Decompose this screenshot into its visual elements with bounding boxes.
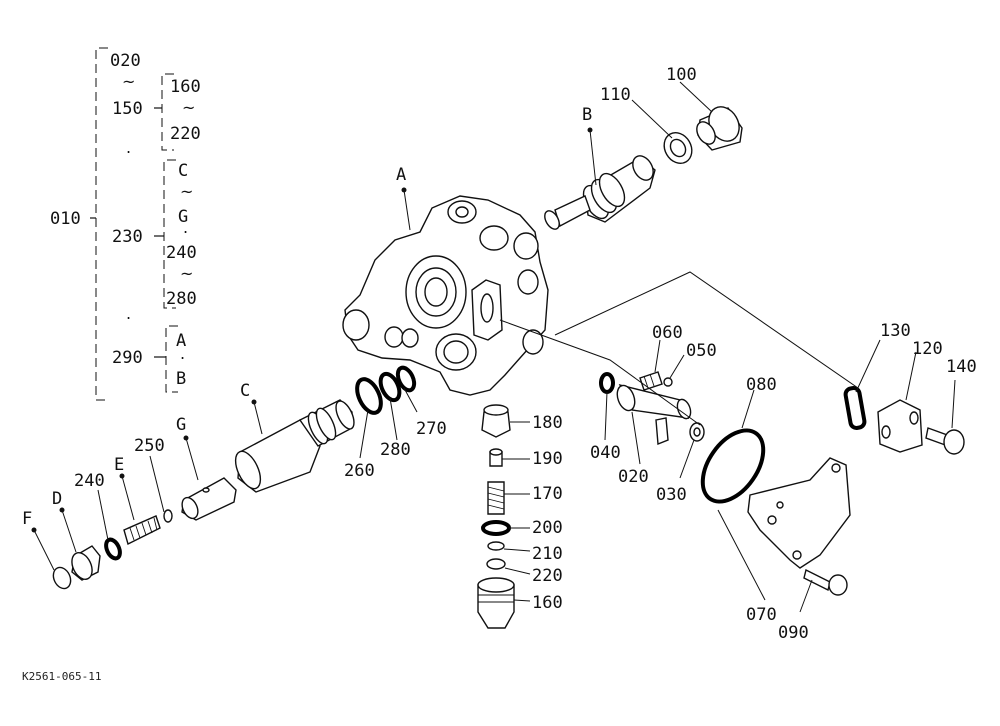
- cover-plate-070: [747, 457, 851, 569]
- ring-130: [843, 386, 867, 430]
- callout-120: 120: [912, 339, 943, 359]
- callout-260: 260: [344, 461, 375, 481]
- hierarchy-dot-1: .: [126, 138, 132, 157]
- range-b-start: 160: [170, 77, 201, 97]
- callout-200: 200: [532, 518, 563, 538]
- group-230-tilde-2: ~: [180, 264, 194, 283]
- callout-060: 060: [652, 323, 683, 343]
- callout-140: 140: [946, 357, 977, 377]
- washer-110: [663, 131, 693, 165]
- valve-body-a: [342, 195, 549, 396]
- callout-250: 250: [134, 436, 165, 456]
- callout-040: 040: [590, 443, 621, 463]
- callout-110: 110: [600, 85, 631, 105]
- group-230-g: G: [178, 207, 189, 227]
- callout-130: 130: [880, 321, 911, 341]
- callout-e: E: [114, 455, 125, 475]
- callout-c: C: [240, 381, 251, 401]
- drawing-code: K2561-065-11: [22, 670, 102, 683]
- range-a-start: 020: [110, 51, 141, 71]
- group-230: 230: [112, 227, 143, 247]
- leader-lines: [31, 81, 956, 613]
- group-290: 290: [112, 348, 143, 368]
- callout-100: 100: [666, 65, 697, 85]
- root-010: 010: [50, 209, 81, 229]
- callout-160: 160: [532, 593, 563, 613]
- range-a-end: 150: [112, 99, 143, 119]
- group-290-b: B: [176, 369, 187, 389]
- callout-190: 190: [532, 449, 563, 469]
- left-parts-chain: [52, 365, 417, 590]
- group-230-c: C: [178, 161, 189, 181]
- group-290-a: A: [176, 331, 187, 351]
- callout-240: 240: [74, 471, 105, 491]
- range-b-end: 220: [170, 124, 201, 144]
- range-b-tilde: ~: [182, 98, 196, 117]
- group-230-dot: .: [183, 218, 189, 237]
- callout-050: 050: [686, 341, 717, 361]
- group-230-280: 280: [166, 289, 197, 309]
- part-b-plunger: [544, 155, 656, 230]
- callout-180: 180: [532, 413, 563, 433]
- callout-080: 080: [746, 375, 777, 395]
- bolt-090: [803, 568, 848, 596]
- callout-280: 280: [380, 440, 411, 460]
- callout-270: 270: [416, 419, 447, 439]
- callout-220: 220: [532, 566, 563, 586]
- callout-210: 210: [532, 544, 563, 564]
- hierarchy-dot-2: .: [126, 304, 132, 323]
- group-230-240: 240: [166, 243, 197, 263]
- group-230-tilde-1: ~: [180, 182, 194, 201]
- hierarchy-brackets: [90, 47, 178, 401]
- group-290-dot: .: [180, 344, 186, 363]
- callout-g: G: [176, 415, 187, 435]
- callout-a: A: [396, 165, 407, 185]
- bottom-stack: [477, 404, 515, 629]
- callout-090: 090: [778, 623, 809, 643]
- callout-030: 030: [656, 485, 687, 505]
- callout-170: 170: [532, 484, 563, 504]
- block-120: [877, 399, 923, 453]
- range-a-tilde: ~: [122, 72, 136, 91]
- callout-020: 020: [618, 467, 649, 487]
- plug-100: [696, 106, 743, 151]
- bolt-140: [925, 427, 965, 455]
- callout-f: F: [22, 509, 33, 529]
- callout-d: D: [52, 489, 63, 509]
- callout-b: B: [582, 105, 593, 125]
- callout-070: 070: [746, 605, 777, 625]
